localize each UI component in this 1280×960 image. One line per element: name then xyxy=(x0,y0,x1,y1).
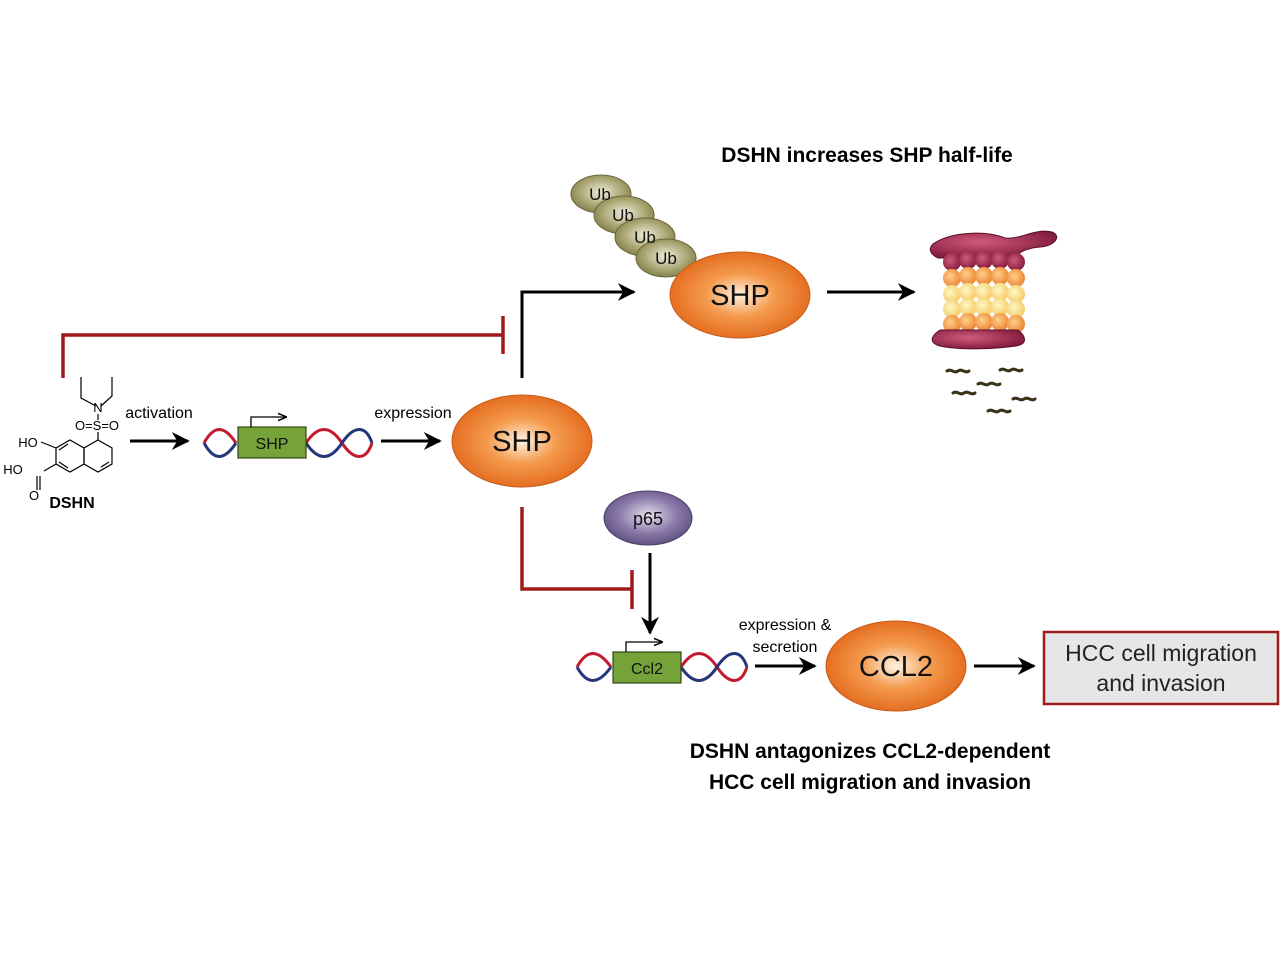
p65-protein xyxy=(603,490,693,546)
ub-label-3: Ub xyxy=(634,228,656,247)
right-ring-double xyxy=(100,461,110,468)
dshn-structure xyxy=(36,377,113,490)
ub-label-1: Ub xyxy=(589,185,611,204)
ccl2-gene-dna xyxy=(575,642,749,684)
naphthalene-left-ring xyxy=(55,439,85,473)
label-expression: expression xyxy=(374,405,451,422)
ethyl-left xyxy=(80,377,97,407)
ubiquitin-chain xyxy=(570,174,697,278)
outcome-line2: and invasion xyxy=(1096,670,1225,696)
atom-sulfonyl: O=S=O xyxy=(75,418,119,433)
outcome-box xyxy=(1042,630,1280,706)
oh-bond xyxy=(40,441,57,449)
shp-gene-label: SHP xyxy=(256,436,289,453)
atom-carboxyl-ho: HO xyxy=(3,462,23,477)
shp-protein xyxy=(451,394,593,488)
ub-label-2: Ub xyxy=(612,206,634,225)
shp-ubiquitinated xyxy=(669,251,811,339)
ccl2-protein-label: CCL2 xyxy=(859,651,933,683)
top-title: DSHN increases SHP half-life xyxy=(721,144,1012,167)
shp-gene-dna xyxy=(202,417,374,459)
inhibit-ccl2 xyxy=(520,507,634,609)
label-activation: activation xyxy=(125,405,193,422)
bottom-title-line2: HCC cell migration and invasion xyxy=(709,771,1031,794)
left-ring-double xyxy=(58,443,69,451)
atom-n: N xyxy=(93,400,102,415)
ccl2-promoter-arrow xyxy=(625,642,662,652)
ccl2-protein xyxy=(825,620,967,712)
ethyl-right xyxy=(100,377,113,407)
atom-carbonyl-o: O xyxy=(29,488,39,503)
ub-label-4: Ub xyxy=(655,249,677,268)
label-expression-secretion-1: expression & xyxy=(739,617,832,634)
shp-promoter-arrow xyxy=(250,417,286,427)
atom-hydroxy: HO xyxy=(18,435,38,450)
compound-name: DSHN xyxy=(49,495,94,512)
shp-protein-label: SHP xyxy=(492,426,552,458)
bottom-title-line1: DSHN antagonizes CCL2-dependent xyxy=(690,740,1051,763)
peptide-fragments-icon xyxy=(945,367,1037,414)
ccl2-gene-box xyxy=(612,651,682,684)
shp-gene-box xyxy=(237,426,307,459)
p65-label: p65 xyxy=(633,509,663,529)
cooh-bond xyxy=(43,463,57,472)
proteasome-icon xyxy=(929,230,1058,350)
shp-ub-label: SHP xyxy=(710,280,770,312)
inhibit-degradation xyxy=(61,316,505,378)
arrow-shp-to-ubiquitination xyxy=(520,283,636,378)
left-ring-double-2 xyxy=(58,461,69,469)
outcome-line1: HCC cell migration xyxy=(1065,640,1257,666)
ub-4 xyxy=(635,238,697,278)
ccl2-gene-label: Ccl2 xyxy=(631,661,663,678)
label-expression-secretion-2: secretion xyxy=(753,639,818,656)
naphthalene-right-ring xyxy=(83,439,113,473)
